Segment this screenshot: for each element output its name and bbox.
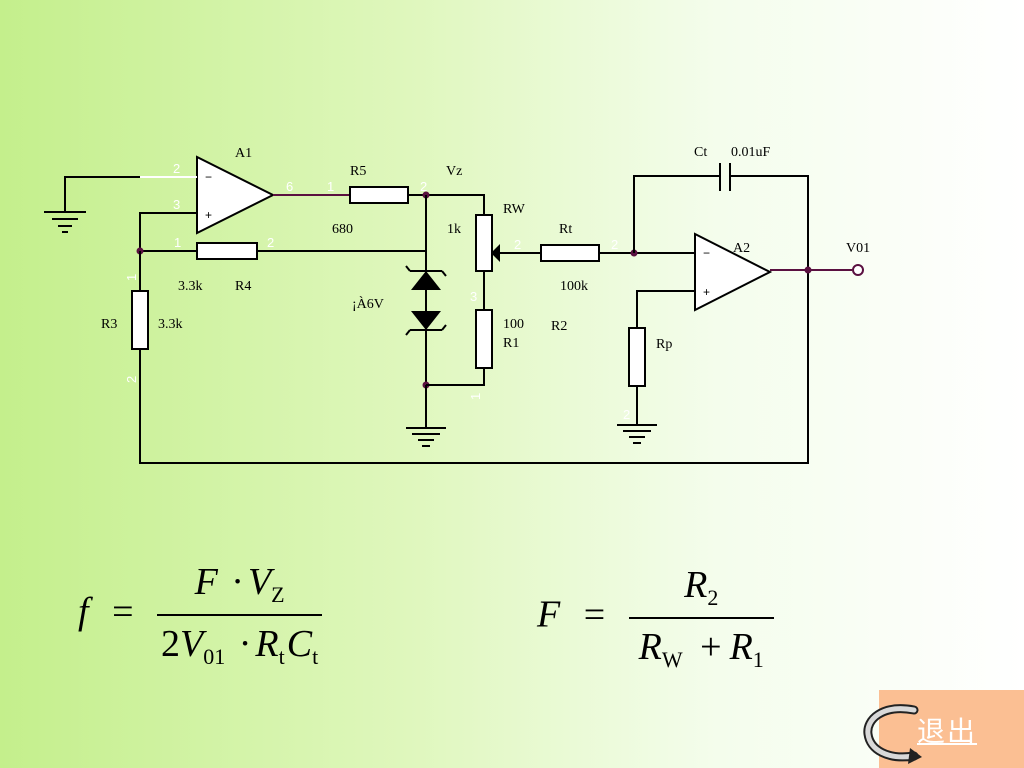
pin-r1-bottom: 1 [468,393,483,400]
a1-minus-sign: − [205,170,212,184]
resistor-r1 [475,309,493,369]
resistor-rp [628,327,646,387]
pin-rp-bottom: 2 [623,407,630,422]
f1-den-sub-t1: t [278,644,285,669]
f2-fraction: R2 RW +R1 [628,563,774,673]
f1-den-2: 2 [161,623,180,665]
pin-r3-top: 1 [124,274,139,281]
feedback-factor-formula: F = R2 RW +R1 [537,563,774,673]
resistor-rt [540,244,600,262]
r5-value: 680 [332,222,353,237]
circuit-diagram: − + A1 2 3 6 1 R5 680 2 Vz 1 2 3.3k R4 1… [44,145,870,464]
a2-label: A2 [733,241,750,256]
rt-value: 100k [560,279,588,294]
r4-label: R4 [235,279,251,294]
ground-symbol-right [617,424,657,444]
pin-rw-wiper: 2 [514,237,521,252]
return-arrow-icon[interactable] [862,700,922,766]
op-amp-a2: − + [694,232,773,312]
f1-num-v: V [247,561,272,603]
pin-rt-right: 2 [611,237,618,252]
f2-eq: = [583,593,606,636]
a2-minus-sign: − [703,246,710,260]
r3-label: R3 [101,317,117,332]
f1-den-v: V [180,623,204,665]
pin-a1-out: 6 [286,179,293,194]
pin-r3-bottom: 2 [124,376,139,383]
v01-label: V01 [846,241,870,256]
pin-a1-plus: 3 [173,197,180,212]
wiper-arrow [491,244,500,262]
pin-a1-minus: 2 [173,161,180,176]
f1-den-dot: · [238,623,252,665]
f2-den-sub-w: W [661,647,683,672]
f2-num-sub: 2 [707,585,719,610]
ground-symbol-left [44,211,86,233]
rw-label: RW [503,202,526,217]
f1-den-sub01: 01 [203,644,226,669]
pin-rw-bottom: 3 [470,289,477,304]
f1-den-sub-t2: t [312,644,319,669]
pin-r5-right: 2 [420,179,427,194]
rw-value: 1k [447,222,461,237]
vz-label: Vz [446,164,462,179]
zener-diode-pair [405,265,447,336]
f2-denominator: RW +R1 [628,617,774,673]
output-node [804,266,812,274]
pin-r4-right: 2 [267,235,274,250]
resistor-r4 [196,242,258,260]
r1-label: R1 [503,336,519,351]
a1-plus-sign: + [205,208,212,222]
f1-numerator: F ·VZ [157,560,322,614]
r2-label: R2 [551,319,567,334]
a2-plus-sign: + [703,285,710,299]
r1-value: 100 [503,317,524,332]
vz-wire [408,194,485,215]
f1-num-sub: Z [271,582,285,607]
f1-den-r: R [255,623,279,665]
r1-bottom-wire [426,368,485,386]
f2-lhs: F [537,593,561,636]
f1-eq: = [112,590,134,633]
ct-right-wire [730,175,809,270]
v01-terminal [852,264,864,276]
potentiometer-rw [475,214,493,272]
f1-denominator: 2V01 ·RtCt [157,614,323,670]
f2-numerator: R2 [629,563,774,617]
ct-label: Ct [694,145,707,160]
rp-label: Rp [656,337,672,352]
r3-value: 3.3k [158,317,183,332]
f2-den-sub-1: 1 [752,647,764,672]
zener-label: ¡À6V [352,295,384,312]
f2-num-r: R [684,564,708,606]
f2-den-r1: R [638,626,662,668]
f2-den-r2: R [729,626,753,668]
f1-fraction: F ·VZ 2V01 ·RtCt [157,560,323,670]
f1-num-dot: · [231,561,244,603]
exit-button[interactable]: 退出 [917,715,978,748]
bottom-feedback-wire [139,270,809,464]
r5-label: R5 [350,164,366,179]
a2-plus-wire [636,290,695,328]
f1-den-c: C [286,623,313,665]
a1-plus-wire [139,212,197,251]
resistor-r5 [349,186,409,204]
f2-den-plus: + [700,626,722,668]
pin-r5-left: 1 [327,179,334,194]
ct-left-wire [633,175,720,253]
ct-value: 0.01uF [731,145,771,160]
r4-value: 3.3k [178,279,203,294]
pin-r4-left: 1 [174,235,181,250]
ground-symbol-center [406,427,446,447]
rt-label: Rt [559,222,572,237]
a1-label: A1 [235,146,252,161]
f1-num-f: F [194,561,218,603]
frequency-formula: f = F ·VZ 2V01 ·RtCt [78,560,323,670]
a1-minus-wire [64,176,140,212]
f1-lhs: f [78,590,89,633]
op-amp-a1: − + [196,155,276,235]
resistor-r3 [131,290,149,350]
